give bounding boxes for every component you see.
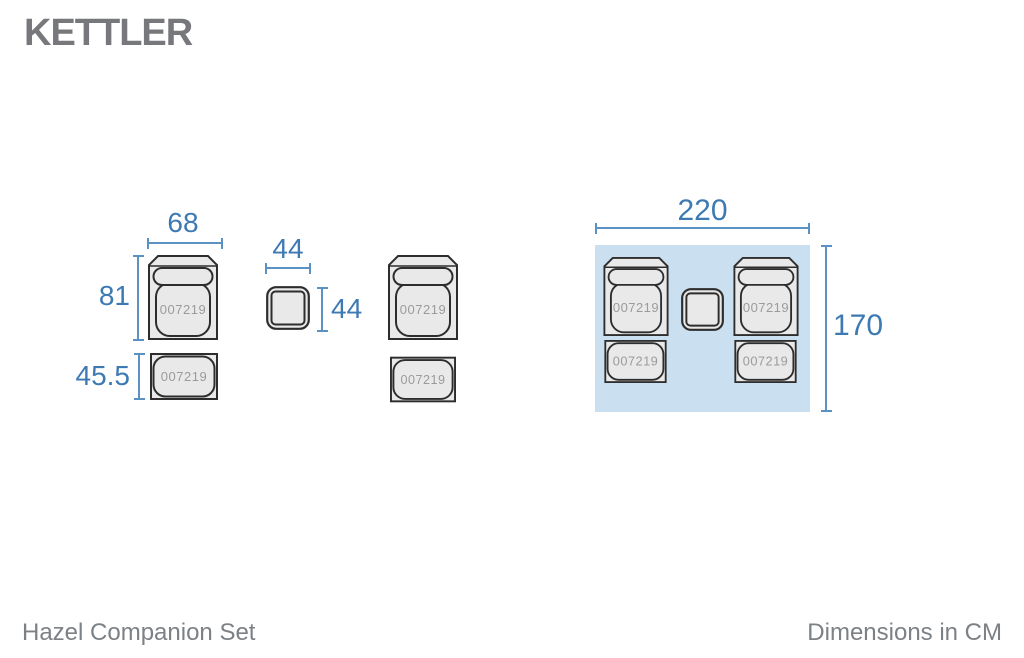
item-code-label: 007219 (613, 300, 659, 315)
dim-set-depth: 170 (833, 309, 884, 342)
armchair-topview: 007219 (148, 255, 218, 340)
dim-set-width: 220 (677, 194, 728, 227)
dim-line-set-width (595, 222, 810, 234)
item-code-label: 007219 (161, 369, 207, 384)
back-cushion (607, 268, 665, 286)
dim-line-table-depth (316, 287, 328, 332)
set-footprint-plan: 007219 007219 007219 007219 (595, 245, 810, 412)
item-code-label: 007219 (613, 354, 658, 369)
armchair-topview: 007219 (388, 255, 458, 340)
item-code-label: 007219 (160, 302, 206, 317)
dim-chair-width: 68 (167, 207, 199, 238)
kettler-logo: KETTLER (24, 12, 193, 54)
footstool-topview: 007219 (150, 353, 218, 400)
item-code-label: 007219 (401, 373, 446, 387)
dim-stool-depth: 45.5 (75, 360, 131, 391)
stool-cushion (152, 355, 216, 398)
dim-line-stool-depth (133, 353, 145, 400)
dim-table-width: 44 (272, 233, 304, 264)
footstool-topview: 007219 (604, 340, 667, 383)
footstool-topview: 007219 (734, 340, 797, 383)
armchair-topview: 007219 (603, 257, 669, 336)
footstool-topview: 007219 (390, 356, 456, 403)
table-top (270, 290, 306, 326)
item-code-label: 007219 (743, 300, 789, 315)
dim-line-table-width (265, 262, 311, 274)
dim-line-set-depth (820, 245, 832, 412)
stool-cushion (392, 359, 454, 400)
stool-cushion (736, 342, 795, 381)
dim-chair-depth: 81 (98, 280, 130, 311)
back-cushion (737, 268, 795, 286)
back-cushion (392, 267, 454, 286)
table-top (685, 292, 720, 327)
back-cushion (152, 267, 214, 286)
units-note: Dimensions in CM (807, 619, 1002, 646)
dim-line-chair-depth (132, 255, 144, 341)
item-code-label: 007219 (743, 354, 788, 369)
side-table-topview (266, 286, 310, 330)
stool-cushion (606, 342, 665, 381)
side-table-topview (681, 288, 724, 331)
dim-table-depth: 44 (331, 293, 363, 324)
armchair-topview: 007219 (733, 257, 799, 336)
dim-line-chair-width (147, 237, 223, 249)
item-code-label: 007219 (400, 302, 446, 317)
product-name: Hazel Companion Set (22, 619, 256, 646)
